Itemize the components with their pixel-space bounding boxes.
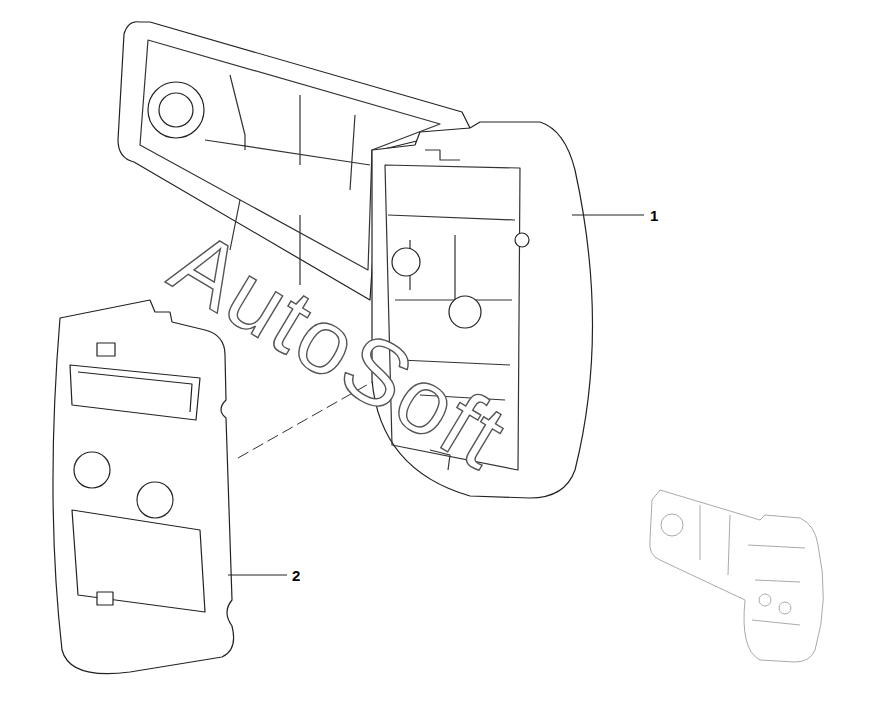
callout-number: 1 <box>650 208 658 223</box>
housing-hole <box>449 296 481 328</box>
arm-boss <box>148 82 204 138</box>
plate-slot <box>97 592 113 605</box>
thumbnail-ribs <box>700 505 805 625</box>
leader-line <box>228 575 287 576</box>
thumbnail-part <box>650 490 824 662</box>
housing-notch <box>515 233 529 247</box>
plate-window <box>70 365 200 420</box>
arm-boss-hole <box>159 93 193 127</box>
plate-hole <box>137 482 173 518</box>
leader-line <box>572 215 644 216</box>
plate-slot <box>97 343 115 356</box>
cover-plate <box>53 300 234 674</box>
thumbnail-boss <box>661 514 683 536</box>
thumbnail-hole <box>759 594 771 606</box>
thumbnail-hole <box>779 602 791 614</box>
plate-window-edge <box>78 372 192 412</box>
housing-hole <box>392 248 420 276</box>
plate-hole <box>74 452 110 488</box>
callout-number: 2 <box>292 568 300 583</box>
plate-window <box>72 510 205 612</box>
